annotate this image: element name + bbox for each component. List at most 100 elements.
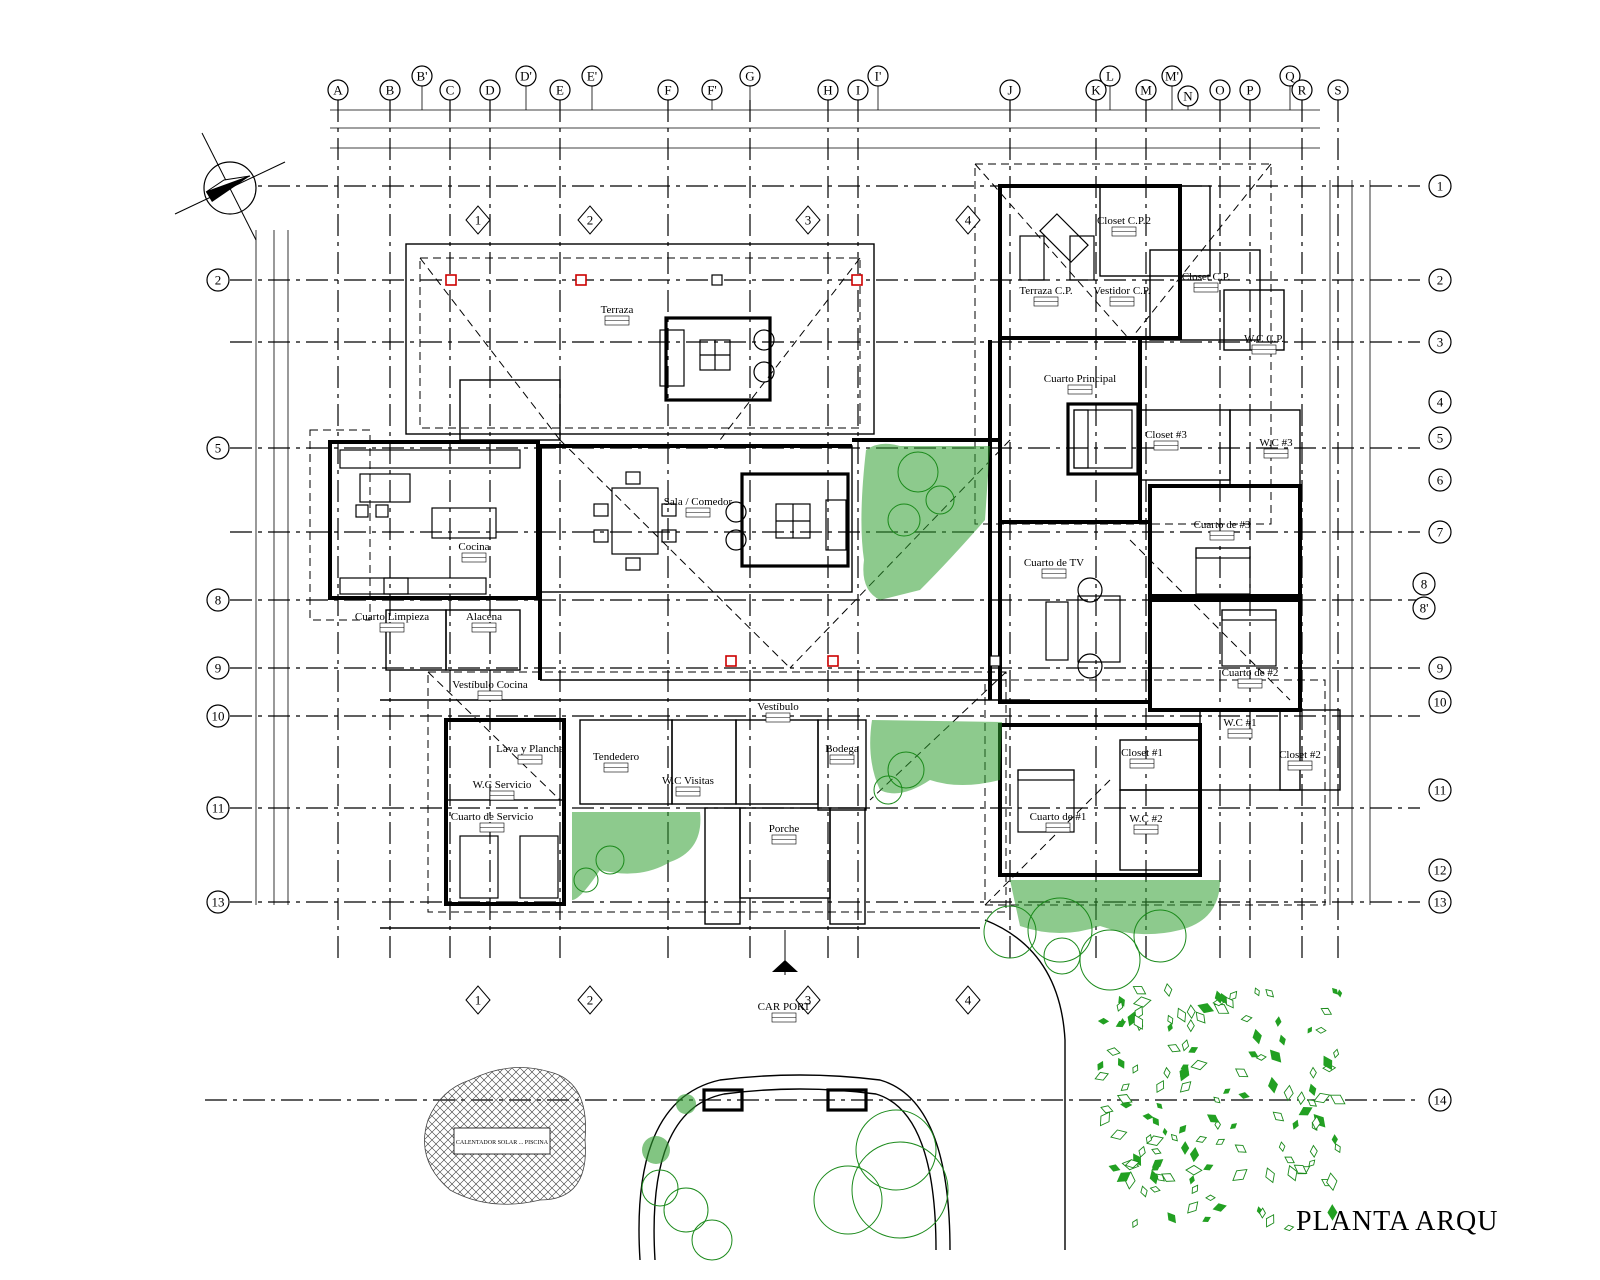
- leaf-icon: [1205, 1194, 1216, 1202]
- leaf-icon: [1265, 1213, 1275, 1228]
- leaf-icon: [1190, 1059, 1208, 1071]
- row-axis-right-2-label: 3: [1437, 335, 1444, 350]
- room-name: Vestíbulo: [757, 701, 799, 713]
- bedroom-2-bed: [1221, 609, 1277, 667]
- column-axis-2-label: B': [416, 69, 427, 84]
- room-name: Bodega: [825, 743, 859, 755]
- column-axis-0: A: [327, 79, 349, 101]
- section-marker-label: 3: [805, 213, 812, 228]
- row-axis-left-3-label: 9: [215, 661, 222, 676]
- column-axis-10: G: [739, 65, 761, 87]
- room-label-28: Closet #1: [1121, 747, 1163, 769]
- column-axis-9-label: F': [707, 83, 717, 98]
- scattered-leaves-vegetation: [1094, 982, 1346, 1232]
- leaf-icon: [1187, 1201, 1199, 1214]
- leaf-icon: [1188, 1046, 1199, 1053]
- row-axis-right-14-label: 14: [1434, 1093, 1448, 1108]
- row-axis-right-11-label: 11: [1434, 783, 1447, 798]
- leaf-icon: [1195, 1011, 1206, 1024]
- leaf-icon: [1177, 1007, 1187, 1023]
- room-name: Lava y Plancha: [496, 743, 564, 755]
- leaf-icon: [1214, 990, 1223, 1004]
- leaf-icon: [1167, 1014, 1174, 1025]
- leaf-icon: [1279, 1034, 1286, 1046]
- column-axis-21-label: P: [1246, 83, 1253, 98]
- leaf-icon: [1323, 1055, 1333, 1071]
- column-axis-8-label: F: [664, 83, 671, 98]
- section-marker-label: 4: [965, 213, 972, 228]
- leaf-icon: [1106, 1047, 1121, 1056]
- column-axis-9: F': [701, 79, 723, 101]
- room-label-29: W.C #2: [1129, 813, 1163, 835]
- room-name: W.C Visitas: [662, 775, 714, 787]
- leaf-icon: [1311, 1115, 1321, 1131]
- room-label-13: Porche: [769, 823, 799, 845]
- leaf-icon: [1252, 1028, 1262, 1045]
- leaf-icon: [1110, 1129, 1128, 1140]
- row-axis-left-5: 11: [206, 796, 230, 820]
- room-name: Terraza C.P.: [1019, 285, 1073, 297]
- room-label-10: W.C Visitas: [662, 775, 714, 797]
- leaf-icon: [1140, 1185, 1148, 1198]
- room-name: Closet C.P.2: [1097, 215, 1151, 227]
- room-label-23: Cuarto de #3: [1194, 519, 1251, 541]
- room-name: Closet #2: [1279, 749, 1321, 761]
- column-axis-3-label: C: [446, 83, 455, 98]
- room-name: Closet #1: [1121, 747, 1163, 759]
- leaf-icon: [1307, 1026, 1312, 1034]
- column-axis-17-label: M: [1140, 83, 1152, 98]
- column-axis-13-label: I': [875, 69, 882, 84]
- room-label-7: W.C Servicio: [473, 779, 532, 801]
- row-axis-right-12: 12: [1428, 858, 1452, 882]
- column-axis-5-label: D': [520, 69, 532, 84]
- room-name: Vestíbulo Cocina: [452, 679, 528, 691]
- leaf-icon: [1181, 1039, 1190, 1052]
- room-name: CAR PORT: [758, 1001, 811, 1013]
- leaf-icon: [1320, 1007, 1333, 1015]
- leaf-icon: [1124, 1159, 1140, 1169]
- column-axis-7-label: E': [587, 69, 597, 84]
- leaf-icon: [1132, 996, 1152, 1008]
- row-axis-right-7-label: 8: [1421, 577, 1428, 592]
- leaf-icon: [1268, 1076, 1278, 1094]
- room-label-8: Cuarto de Servicio: [451, 811, 534, 833]
- leaf-icon: [1191, 1184, 1199, 1195]
- column-axis-1: B: [379, 79, 401, 101]
- room-name: Closet #3: [1145, 429, 1187, 441]
- room-name: Cuarto Principal: [1044, 373, 1116, 385]
- leaf-icon: [1115, 1020, 1127, 1028]
- leaf-icon: [1100, 1105, 1114, 1114]
- leaf-icon: [1133, 1014, 1144, 1030]
- room-name: W.C #3: [1259, 437, 1293, 449]
- leaf-icon: [1269, 1049, 1282, 1063]
- leaf-icon: [1116, 1172, 1131, 1182]
- row-axis-right-7: 8: [1412, 572, 1436, 596]
- column-axis-6-label: E: [556, 83, 564, 98]
- room-label-16: Vestidor C.P.: [1093, 285, 1151, 307]
- column-axis-15-label: K: [1091, 83, 1101, 98]
- tv-room-furniture: [1045, 577, 1121, 679]
- leaf-icon: [1229, 1123, 1238, 1130]
- row-axis-left-6-label: 13: [212, 895, 225, 910]
- leaf-icon: [1293, 1164, 1308, 1174]
- leaf-icon: [1167, 1022, 1173, 1032]
- leaf-icon: [1197, 1003, 1215, 1014]
- column-axis-22-label: Q: [1285, 69, 1295, 84]
- leaf-icon: [1108, 1164, 1121, 1172]
- row-axis-right-3-label: 4: [1437, 395, 1444, 410]
- leaf-icon: [1132, 1064, 1139, 1074]
- leaf-icon: [1225, 996, 1234, 1009]
- leaf-icon: [1313, 1092, 1331, 1104]
- leaf-icon: [1195, 1135, 1208, 1143]
- column-axis-4-label: D: [485, 83, 494, 98]
- leaf-icon: [1116, 1094, 1133, 1104]
- leaf-icon: [1298, 1107, 1313, 1116]
- column-axis-22: Q: [1279, 65, 1301, 87]
- leaf-icon: [1255, 1053, 1267, 1061]
- section-marker-label: 2: [587, 993, 594, 1008]
- leaf-icon: [1238, 1092, 1250, 1099]
- leaf-icon: [1161, 1173, 1176, 1182]
- leaf-icon: [1094, 1071, 1109, 1081]
- column-axis-19: N: [1177, 85, 1199, 107]
- north-arrow-icon: [174, 132, 286, 241]
